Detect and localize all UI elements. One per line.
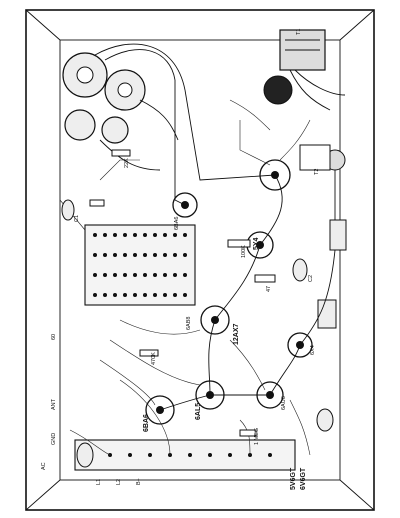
band-switch [62,43,186,171]
label-5y4: 5Y4 [253,237,260,250]
label-6x4: 6X4 [310,345,316,355]
terminal-boards [74,224,296,471]
label-ant: ANT [51,398,57,410]
power-transformer [263,29,346,111]
label-22k: 22K [124,158,130,168]
label-6v6gt: 6V6GT [300,467,307,490]
label-l1: L1 [96,479,102,485]
wiring-harness [59,80,336,456]
label-t2: T2 [314,169,320,175]
label-c1: C1 [74,215,80,222]
components [61,149,334,468]
label-6ba6: 6BA6 [143,414,150,432]
label-6al5: 6AL5 [195,403,202,420]
label-l2: L2 [116,479,122,485]
label-gnd: GND [51,433,57,445]
output-transformer [299,144,347,329]
label-c2: C2 [308,275,314,282]
label-47: 47 [266,286,272,292]
label-470k: 470K [151,352,157,365]
label-12ax7: 12AX7 [233,323,240,345]
label-t1: T1 [296,29,302,35]
label-6ba6b: 6BA6 [174,217,180,230]
diagram-labels: 6BA6 6AL5 12AX7 5Y4 6V6GT 5V6GT 6X4 6BA6… [41,29,320,490]
label-1meg: 1 MEG [254,428,260,445]
label-6ab8: 6AB8 [186,317,192,330]
label-ac: AC [41,462,47,470]
label-100k: 100K [241,245,247,258]
label-b: B+ [136,478,142,485]
label-60: 60 [51,334,57,340]
label-5v6gt: 5V6GT [290,467,297,490]
label-6au6: 6AU6 [281,396,287,410]
